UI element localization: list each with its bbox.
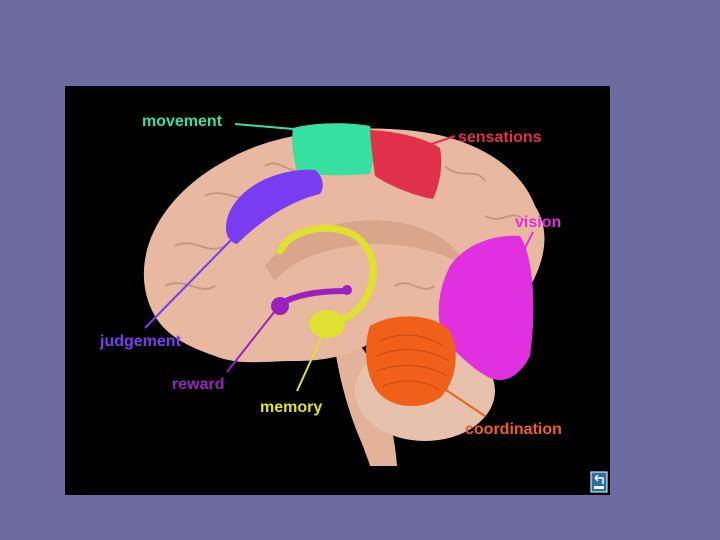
memory-region [309,310,345,338]
movement-region [292,123,374,176]
judgement-leader [144,235,236,329]
movement-leader [234,123,306,131]
reward-tip [342,285,352,295]
vision-leader [516,231,534,265]
sensations-label: sensations [458,129,542,146]
memory-arc [276,224,377,322]
reward-bulb [271,297,289,315]
memory-label: memory [260,399,322,416]
judgement-label: judgement [99,333,182,350]
reward-leader [226,310,276,373]
vision-region [438,235,534,380]
corpus-callosum [265,220,465,281]
coordination-region [365,316,456,407]
cerebellum-folia [376,334,450,391]
coordination-leader [439,385,486,417]
return-arrow-icon[interactable] [590,471,608,493]
reward-label: reward [172,376,224,393]
brain-diagram-panel: movement sensations vision judgement rew… [65,86,610,495]
judgement-region [225,169,323,244]
sensations-leader [419,135,456,149]
coordination-label: coordination [465,421,562,438]
brain-diagram: movement sensations vision judgement rew… [99,113,608,493]
memory-leader [296,333,324,392]
movement-label: movement [142,113,223,130]
vision-label: vision [515,214,561,231]
